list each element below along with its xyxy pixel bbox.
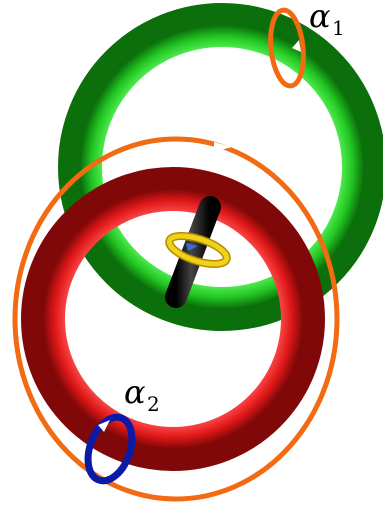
axis-rod [165,196,221,308]
alpha2-loop [84,413,136,485]
svg-text:1: 1 [332,16,345,40]
orientation-arrow-large [214,142,232,152]
yellow-loop [165,232,231,268]
red-torus [21,167,325,471]
svg-text:α: α [309,0,331,35]
svg-text:α: α [124,373,146,411]
alpha1-loop [268,7,306,89]
green-torus [58,3,383,331]
label-alpha1: α 1 [309,0,345,40]
orientation-arrow-alpha2 [98,420,110,432]
label-alpha2: α 2 [124,373,160,416]
orange-loop-large [12,136,340,502]
svg-text:2: 2 [147,392,160,416]
orientation-arrow-alpha1 [292,40,301,52]
